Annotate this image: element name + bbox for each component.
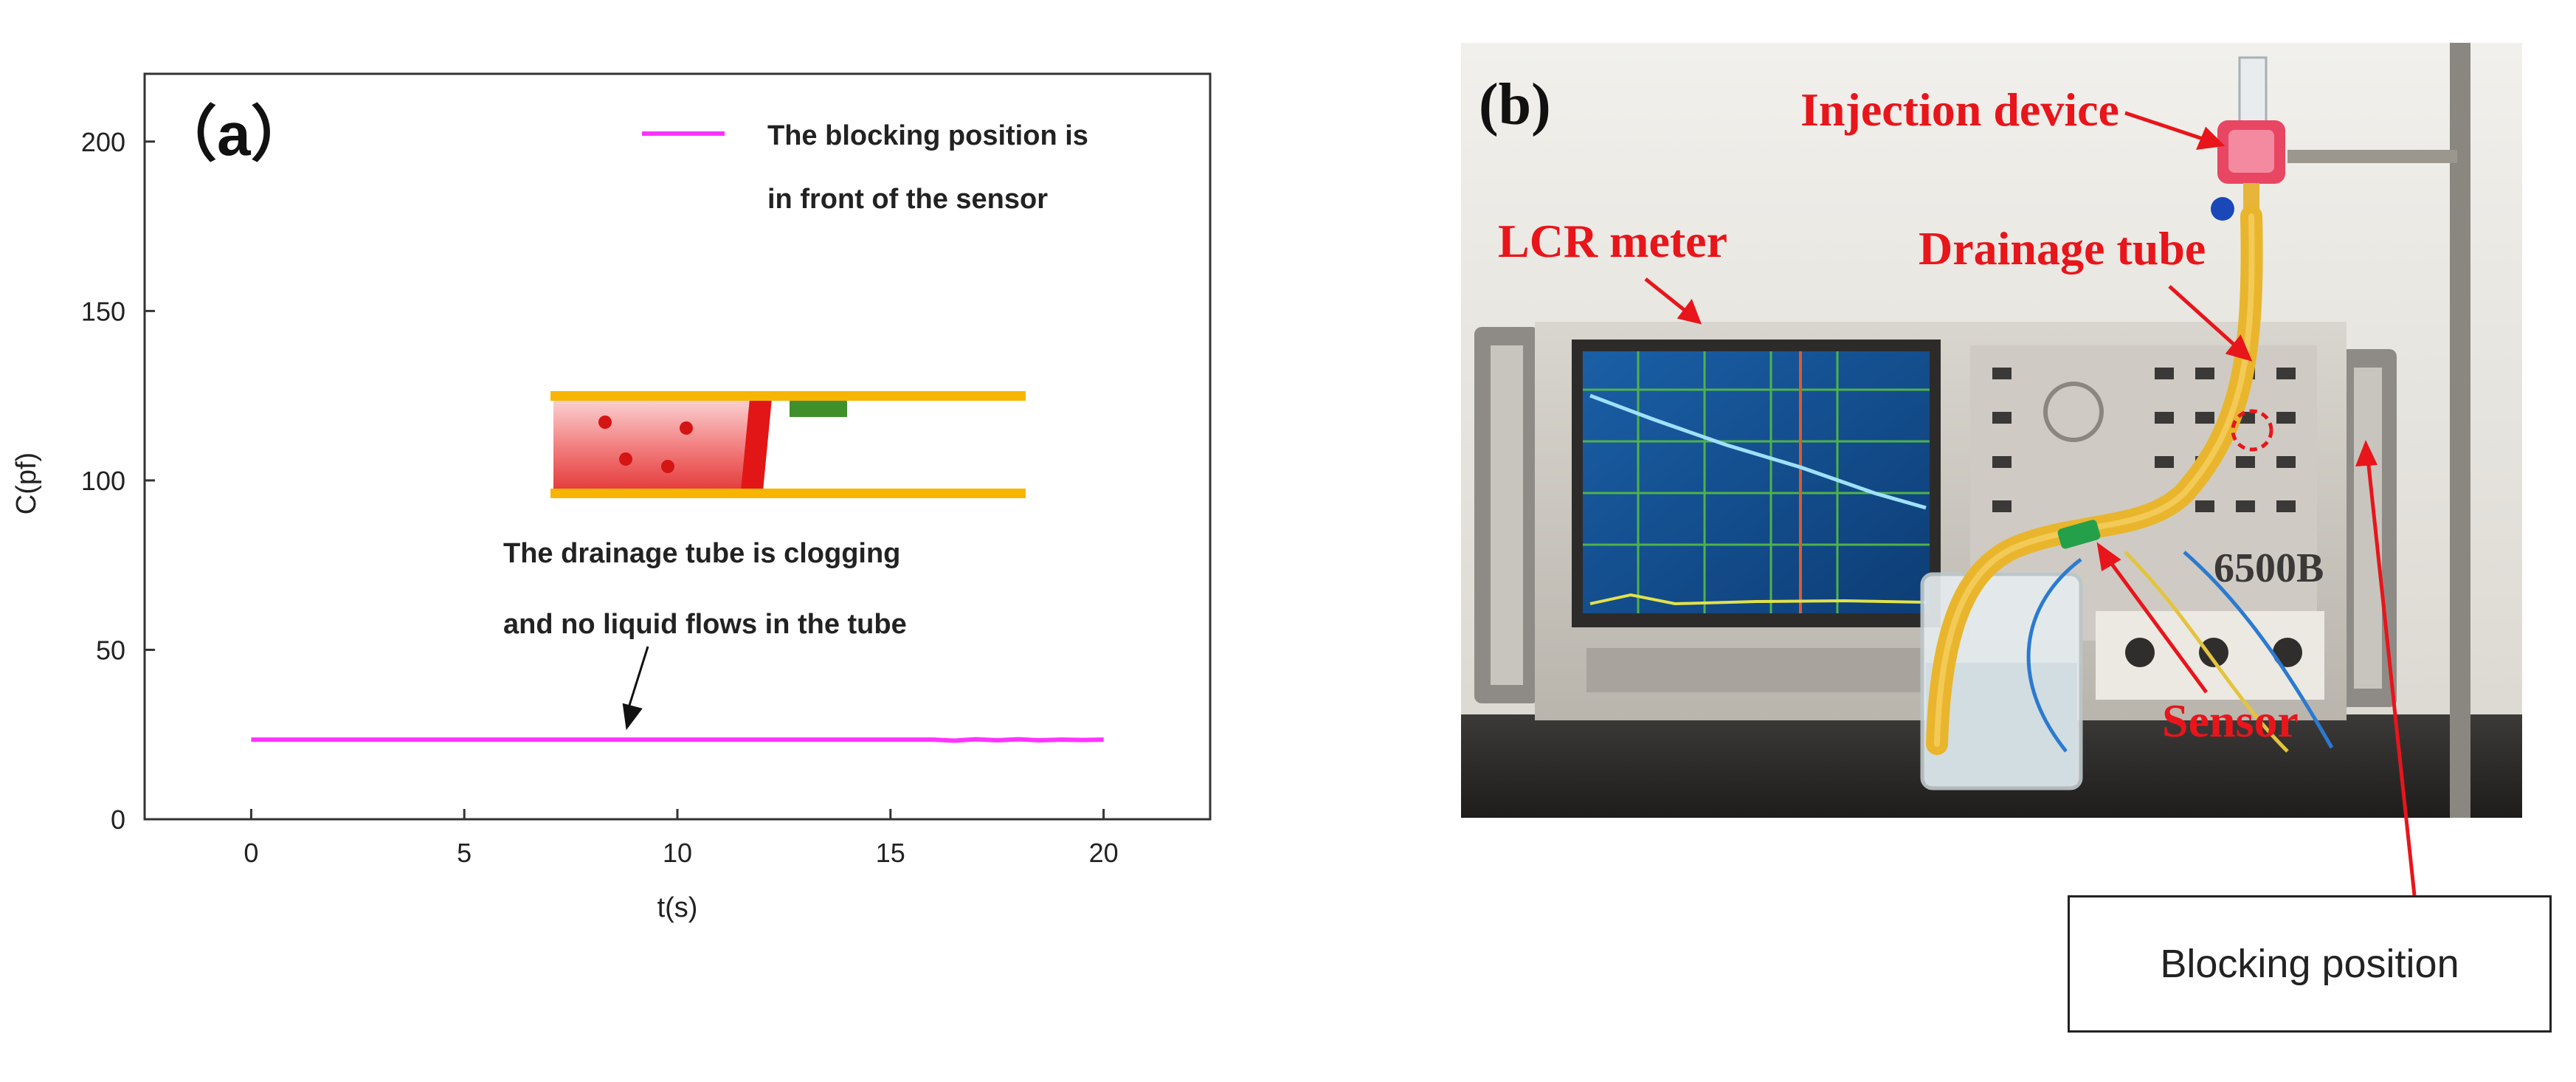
annotation-line1: The drainage tube is clogging xyxy=(503,538,900,569)
x-tick-label: 20 xyxy=(1089,838,1119,868)
inset-particle xyxy=(598,416,612,429)
inset-particle xyxy=(661,460,674,473)
y-tick-label: 50 xyxy=(96,635,125,665)
tube-inset-illustration xyxy=(550,391,1026,498)
inset-blockage xyxy=(741,399,772,491)
legend: The blocking position is in front of the… xyxy=(642,120,1088,215)
series-group xyxy=(251,737,1104,743)
x-tick-label: 0 xyxy=(244,838,258,868)
annotation-arrow xyxy=(625,646,649,716)
series-line xyxy=(251,737,1104,743)
label-lcr-meter: LCR meter xyxy=(1498,215,1727,267)
chart-panel-a: （a） 0 50 100 150 200 0 5 10 15 20 C(pf) t(s) The… xyxy=(11,72,1212,923)
photo-panel-b: 6500B (b) Injection device xyxy=(1461,43,2522,818)
x-axis-ticks: 0 5 10 15 20 xyxy=(244,809,1119,868)
panel-label-a: （a） xyxy=(156,101,311,168)
y-tick-label: 200 xyxy=(81,127,125,157)
y-tick-label: 0 xyxy=(111,804,125,835)
stand-rod xyxy=(2287,43,2470,818)
y-tick-label: 150 xyxy=(81,296,125,326)
label-injection-device: Injection device xyxy=(1800,83,2119,136)
label-drainage-tube: Drainage tube xyxy=(1919,222,2206,275)
legend-label-line1: The blocking position is xyxy=(767,120,1088,151)
panel-label-b: (b) xyxy=(1479,72,1551,137)
inset-particle xyxy=(619,452,632,466)
x-tick-label: 10 xyxy=(663,838,692,868)
sensor-band xyxy=(2057,520,2101,549)
x-tick-label: 5 xyxy=(457,838,472,868)
inset-tube-wall-bottom xyxy=(550,489,1026,498)
x-tick-label: 15 xyxy=(876,838,905,868)
inset-particle xyxy=(680,421,693,435)
inset-sensor xyxy=(790,401,847,417)
blocking-position-callout: Blocking position xyxy=(2068,895,2552,1033)
inset-tube-wall-top xyxy=(550,391,1026,401)
lcr-model-text: 6500B xyxy=(2214,545,2324,591)
annotation-arrow-head xyxy=(622,703,643,731)
y-axis-ticks: 0 50 100 150 200 xyxy=(81,127,155,835)
arrow-injection xyxy=(2124,111,2214,145)
x-axis-label: t(s) xyxy=(657,892,698,923)
arrow-sensor xyxy=(2101,551,2209,694)
cables xyxy=(2026,551,2334,753)
blocking-marker xyxy=(2231,409,2273,452)
lcr-screen xyxy=(1583,351,1930,613)
y-axis-label: C(pf) xyxy=(11,452,42,514)
label-sensor: Sensor xyxy=(2162,695,2299,747)
lcr-buttons xyxy=(1992,368,2296,512)
y-tick-label: 100 xyxy=(81,466,125,496)
arrow-drainage xyxy=(2168,285,2245,354)
inset-liquid xyxy=(553,399,751,491)
legend-label-line2: in front of the sensor xyxy=(767,184,1048,215)
annotation-line2: and no liquid flows in the tube xyxy=(503,609,907,640)
